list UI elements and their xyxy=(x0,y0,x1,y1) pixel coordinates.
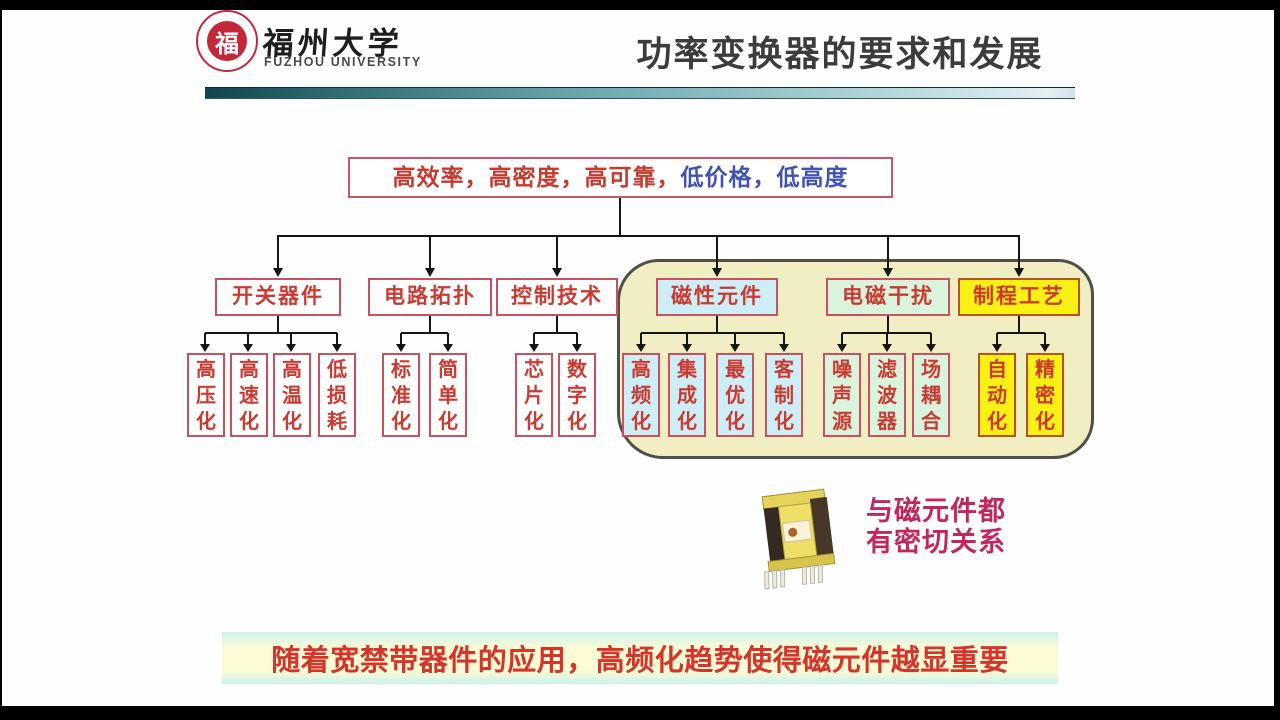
leaf-automation: 自动化 xyxy=(978,353,1016,437)
header-divider-bar xyxy=(205,87,1075,99)
leaf-precision: 精密化 xyxy=(1026,353,1064,437)
note-line-2: 有密切关系 xyxy=(866,527,1006,557)
footer-banner-text: 随着宽禁带器件的应用，高频化趋势使得磁元件越显重要 xyxy=(271,645,1009,677)
leaf-high-frequency: 高频化 xyxy=(622,353,660,437)
leaf-filter: 滤波器 xyxy=(868,353,906,437)
leaf-digitalization: 数字化 xyxy=(558,353,596,437)
leaf-low-loss: 低损耗 xyxy=(318,353,356,437)
seal-character: 福 xyxy=(207,21,247,61)
leaf-optimization: 最优化 xyxy=(716,353,754,437)
leaf-high-temperature: 高温化 xyxy=(273,353,311,437)
root-requirements-box: 高效率，高密度，高可靠，低价格，低高度 xyxy=(348,157,893,198)
letterbox-top xyxy=(0,0,1280,10)
transformer-image xyxy=(761,488,836,590)
leaf-noise-source: 噪声源 xyxy=(823,353,861,437)
leaf-customization: 客制化 xyxy=(765,353,803,437)
letterbox-bottom xyxy=(0,706,1280,720)
leaf-high-speed: 高速化 xyxy=(230,353,268,437)
note-line-1: 与磁元件都 xyxy=(866,496,1006,526)
footer-banner: 随着宽禁带器件的应用，高频化趋势使得磁元件越显重要 xyxy=(222,632,1058,684)
university-name-en: FUZHOU UNIVERSITY xyxy=(264,55,422,69)
branch-control-technology: 控制技术 xyxy=(496,278,618,316)
branch-switching-devices: 开关器件 xyxy=(215,278,341,316)
letterbox-left xyxy=(0,0,2,720)
letterbox-right xyxy=(1274,0,1280,720)
university-seal-logo: 福 xyxy=(196,10,258,72)
root-blue-text: 低价格，低高度 xyxy=(680,164,849,190)
slide-title: 功率变换器的要求和发展 xyxy=(636,35,1044,74)
leaf-high-voltage: 高压化 xyxy=(187,353,225,437)
magnetics-note: 与磁元件都 有密切关系 xyxy=(866,496,1006,558)
leaf-integration: 集成化 xyxy=(668,353,706,437)
branch-magnetic-components: 磁性元件 xyxy=(656,278,778,316)
branch-process-technology: 制程工艺 xyxy=(958,278,1080,316)
leaf-chip-based: 芯片化 xyxy=(515,353,553,437)
root-red-text: 高效率，高密度，高可靠， xyxy=(392,164,681,190)
leaf-simplification: 简单化 xyxy=(429,353,467,437)
leaf-standardization: 标准化 xyxy=(382,353,420,437)
branch-circuit-topology: 电路拓扑 xyxy=(368,278,492,316)
branch-emi: 电磁干扰 xyxy=(826,278,950,316)
leaf-field-coupling: 场耦合 xyxy=(912,353,950,437)
